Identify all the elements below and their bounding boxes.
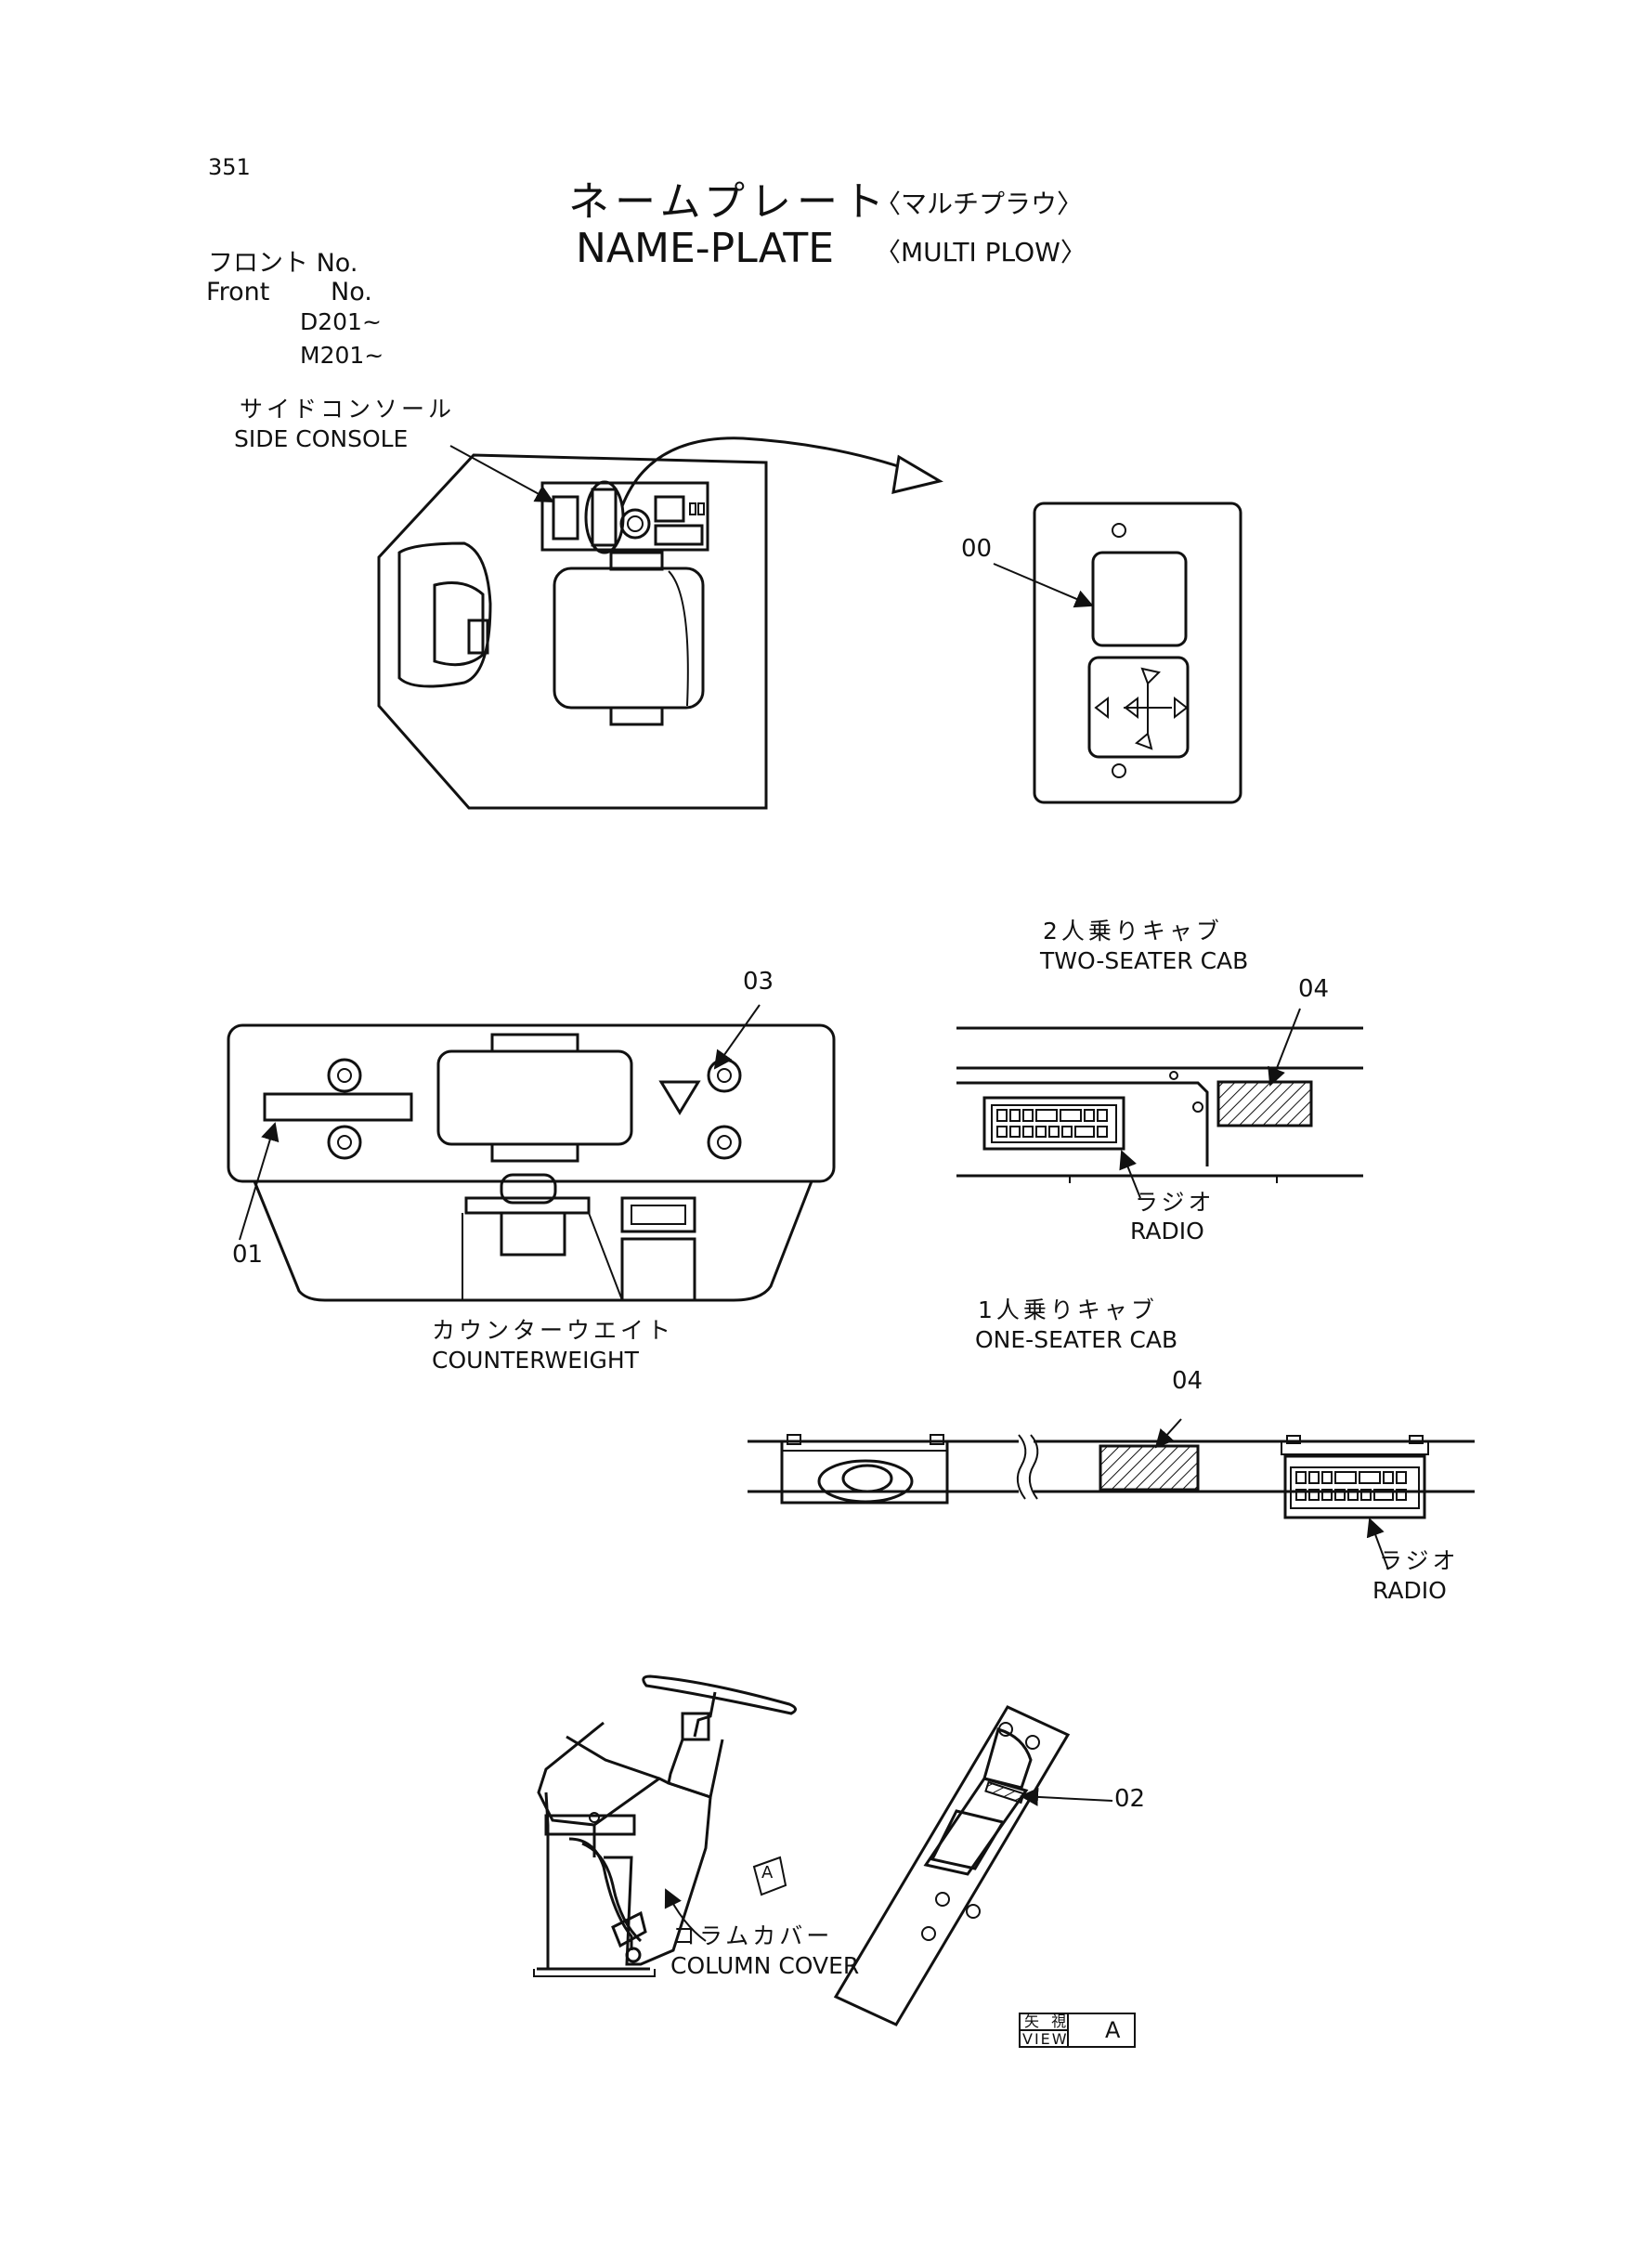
title-jp: ネームプレート	[568, 178, 891, 226]
radio-label-en-1: RADIO	[1130, 1218, 1204, 1244]
steering-column-drawing	[533, 1674, 797, 1977]
front-no-jp: フロント No.	[208, 249, 358, 278]
view-label-jp: 矢 視	[1024, 2013, 1071, 2030]
radio-label-jp-2: ラジオ	[1379, 1547, 1460, 1574]
callout-00: 00	[961, 535, 993, 563]
front-serial-m: M201~	[300, 342, 384, 369]
callout-02: 02	[1114, 1785, 1146, 1813]
column-cover-label-jp: コラムカバー	[672, 1922, 834, 1949]
two-seater-cab-drawing	[956, 1008, 1363, 1199]
two-seater-label-jp: 2人乗りキャブ	[1043, 918, 1223, 945]
callout-03: 03	[743, 968, 774, 996]
title-jp-sub: 〈マルチプラウ〉	[875, 189, 1084, 219]
radio-label-en-2: RADIO	[1372, 1577, 1447, 1604]
callout-04-two-seater: 04	[1298, 975, 1330, 1003]
counterweight-drawing	[227, 1004, 836, 1302]
two-seater-label-en: TWO-SEATER CAB	[1040, 947, 1249, 974]
side-console-label-jp: サイドコンソール	[240, 396, 456, 423]
callout-01: 01	[232, 1241, 264, 1269]
callout-04-one-seater: 04	[1172, 1367, 1203, 1395]
view-a-marker: A	[761, 1863, 774, 1883]
one-seater-label-jp: 1人乗りキャブ	[978, 1296, 1158, 1323]
title-en: NAME-PLATE	[576, 225, 835, 272]
one-seater-cab-drawing	[748, 1418, 1475, 1570]
page-number: 351	[208, 154, 251, 180]
front-no-en-no: No.	[331, 278, 372, 306]
switch-plate	[993, 502, 1242, 804]
radio-label-jp-1: ラジオ	[1135, 1189, 1216, 1216]
view-label-en: VIEW	[1022, 2030, 1069, 2048]
side-console-label-en: SIDE CONSOLE	[234, 425, 409, 452]
counterweight-label-en: COUNTERWEIGHT	[432, 1347, 639, 1374]
one-seater-label-en: ONE-SEATER CAB	[975, 1326, 1178, 1353]
title-en-sub: 〈MULTI PLOW〉	[875, 237, 1086, 267]
front-serial-d: D201~	[300, 308, 382, 335]
view-a-drawing	[833, 1705, 1113, 2026]
column-cover-label-en: COLUMN COVER	[670, 1952, 860, 1979]
counterweight-label-jp: カウンターウエイト	[432, 1317, 675, 1344]
cab-floor-plan	[377, 436, 943, 810]
front-no-en-label: Front	[206, 278, 270, 306]
view-label-letter: A	[1105, 2017, 1121, 2043]
